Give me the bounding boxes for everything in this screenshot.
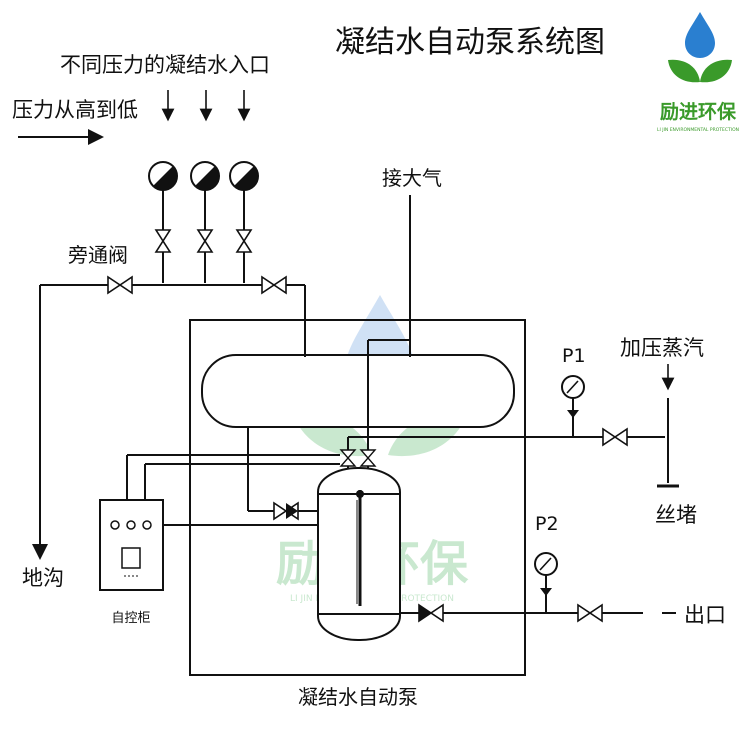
gate-valve-1	[154, 229, 172, 253]
logo-brand: 励进环保	[660, 100, 737, 123]
pump-name-label: 凝结水自动泵	[298, 685, 418, 709]
p2-label: P2	[535, 513, 559, 535]
tank-to-pump-line	[247, 427, 318, 512]
logo-leaf-right-icon	[700, 59, 732, 83]
control-cabinet	[99, 499, 164, 591]
header-valve	[261, 275, 287, 295]
outlet-gate-valve	[577, 603, 603, 623]
float-level-rod	[356, 490, 364, 606]
outlet-label: 出口	[684, 603, 726, 627]
steam-valve	[602, 427, 628, 447]
pump-enclosure	[189, 319, 526, 676]
plug-label: 丝堵	[655, 503, 697, 527]
receiver-tank	[201, 354, 515, 428]
pressure-order-label: 压力从高到低	[12, 98, 138, 122]
pump-top-valve-1	[339, 449, 357, 467]
check-valve-3	[229, 161, 259, 191]
inlet-gate-valves	[154, 229, 253, 253]
bypass-valve	[107, 275, 133, 295]
p2-gauge	[534, 552, 558, 613]
pump-top-valve-2	[359, 449, 377, 467]
drain-label: 地沟	[22, 566, 64, 590]
gate-valve-3	[235, 229, 253, 253]
control-signal-lines	[126, 454, 340, 526]
vent-label: 接大气	[382, 166, 442, 190]
logo-tagline: LI JIN ENVIRONMENTAL PROTECTION	[657, 127, 739, 133]
p1-label: P1	[562, 345, 586, 367]
steam-label: 加压蒸汽	[620, 336, 704, 360]
gate-valve-2	[196, 229, 214, 253]
control-cabinet-label: 自控柜	[111, 611, 150, 626]
brand-logo: 励进环保 LI JIN ENVIRONMENTAL PROTECTION	[657, 12, 739, 133]
p1-gauge	[561, 375, 585, 437]
logo-drop-icon	[685, 12, 715, 58]
diagram-title: 凝结水自动泵系统图	[335, 25, 605, 60]
check-valve-2	[190, 161, 220, 191]
inlet-label: 不同压力的凝结水入口	[60, 53, 270, 77]
inlet-arrows	[161, 90, 251, 122]
inlet-check-valves	[148, 161, 259, 191]
check-valve-1	[148, 161, 178, 191]
logo-leaf-left-icon	[668, 59, 700, 83]
bypass-valve-label: 旁通阀	[68, 243, 128, 267]
